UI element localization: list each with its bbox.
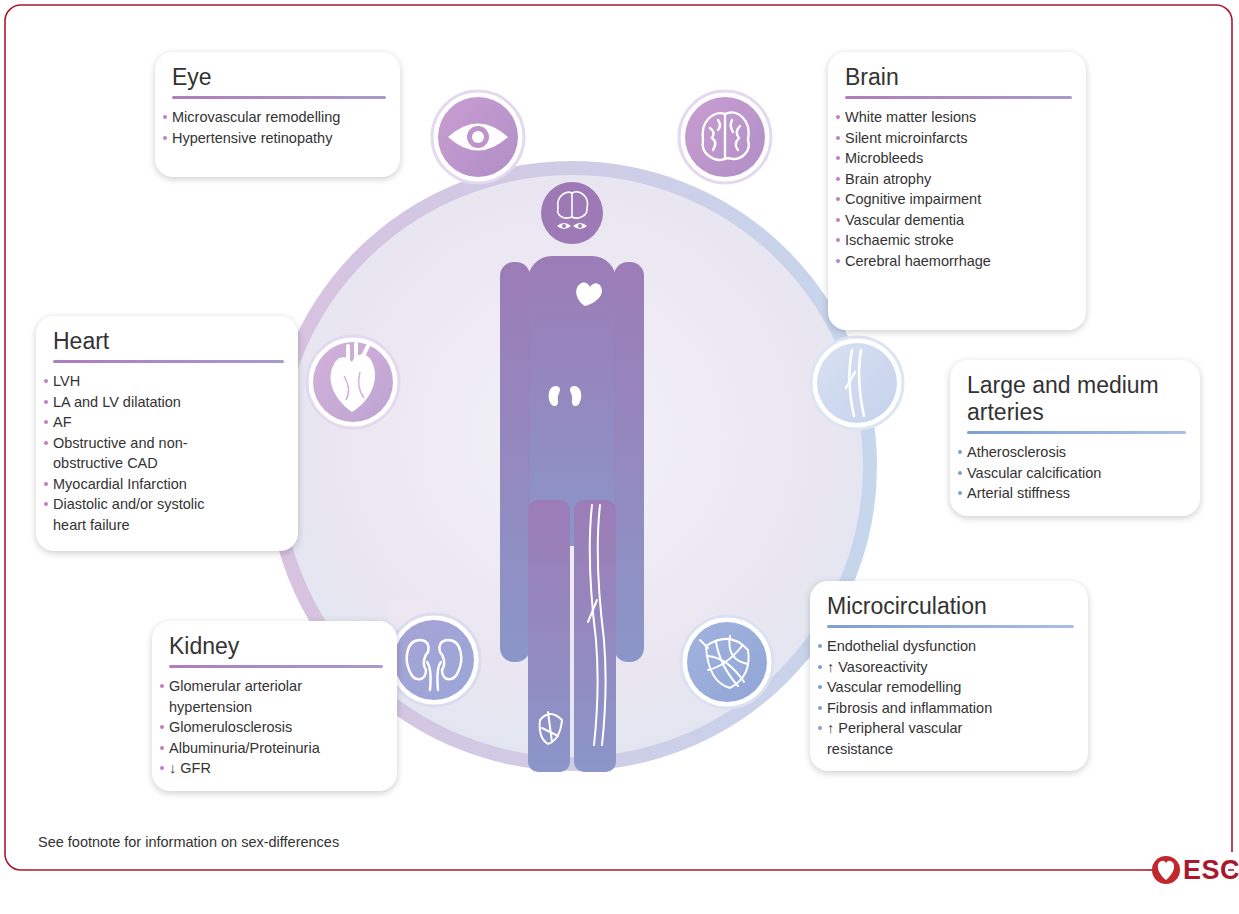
damage-item: LVH (44, 371, 238, 392)
damage-item: Endothelial dysfunction (818, 636, 1012, 657)
organ-heading: Microcirculation (827, 593, 1074, 620)
damage-item: Glomerulosclerosis (160, 717, 341, 738)
icon-circle (681, 616, 773, 708)
organ-heading: Brain (845, 64, 1072, 91)
damage-item: Albuminuria/Proteinuria (160, 738, 341, 759)
heading-rule (169, 665, 383, 668)
heading-rule (845, 96, 1072, 99)
organ-box: Large and medium arteriesAtherosclerosis… (950, 360, 1200, 516)
damage-item: Fibrosis and inflammation (818, 698, 1012, 719)
organ-heading: Kidney (169, 633, 383, 660)
damage-item: Glomerular arteriolar hypertension (160, 676, 341, 717)
damage-item: Arterial stiffness (958, 483, 1186, 504)
icon-circle (307, 336, 399, 428)
icon-circle (432, 91, 524, 183)
damage-item: Obstructive and non-obstructive CAD (44, 433, 238, 474)
damage-item: ↑ Vasoreactivity (818, 657, 1012, 678)
organ-box: EyeMicrovascular remodellingHypertensive… (155, 52, 400, 177)
organ-box: KidneyGlomerular arteriolar hypertension… (152, 621, 397, 791)
human-figure (500, 182, 644, 772)
damage-item: Microbleeds (836, 148, 1070, 169)
heading-rule (827, 625, 1074, 628)
damage-item: ↑ Peripheral vascular resistance (818, 718, 1012, 759)
damage-item: Ischaemic stroke (836, 230, 1070, 251)
heading-rule (53, 360, 284, 363)
damage-item: Vascular dementia (836, 210, 1070, 231)
damage-item: Vascular calcification (958, 463, 1186, 484)
damage-item: Silent microinfarcts (836, 128, 1070, 149)
damage-item: LA and LV dilatation (44, 392, 238, 413)
damage-item: ↓ GFR (160, 758, 341, 779)
damage-item: Atherosclerosis (958, 442, 1186, 463)
organ-box: BrainWhite matter lesionsSilent microinf… (828, 52, 1086, 330)
damage-item: Diastolic and/or systolic heart failure (44, 494, 238, 535)
organ-box: MicrocirculationEndothelial dysfunction↑… (810, 581, 1088, 771)
damage-item: Myocardial Infarction (44, 474, 238, 495)
damage-item: Hypertensive retinopathy (163, 128, 386, 149)
frame (5, 5, 1232, 870)
damage-item: Cerebral haemorrhage (836, 251, 1070, 272)
logo-text: ESC (1183, 855, 1239, 886)
damage-item: Cognitive impairment (836, 189, 1070, 210)
heading-rule (172, 96, 386, 99)
icon-circle (811, 337, 903, 429)
icon-circle (388, 614, 480, 706)
damage-item: Microvascular remodelling (163, 107, 386, 128)
footnote: See footnote for information on sex-diff… (38, 834, 339, 850)
organ-heading: Large and medium arteries (967, 372, 1186, 426)
damage-item: AF (44, 412, 238, 433)
damage-item: Brain atrophy (836, 169, 1070, 190)
organ-heading: Eye (172, 64, 386, 91)
heading-rule (967, 431, 1186, 434)
damage-item: Vascular remodelling (818, 677, 1012, 698)
icon-circle (679, 91, 771, 183)
organ-box: HeartLVHLA and LV dilatationAFObstructiv… (36, 316, 298, 551)
organ-heading: Heart (53, 328, 284, 355)
damage-item: White matter lesions (836, 107, 1070, 128)
